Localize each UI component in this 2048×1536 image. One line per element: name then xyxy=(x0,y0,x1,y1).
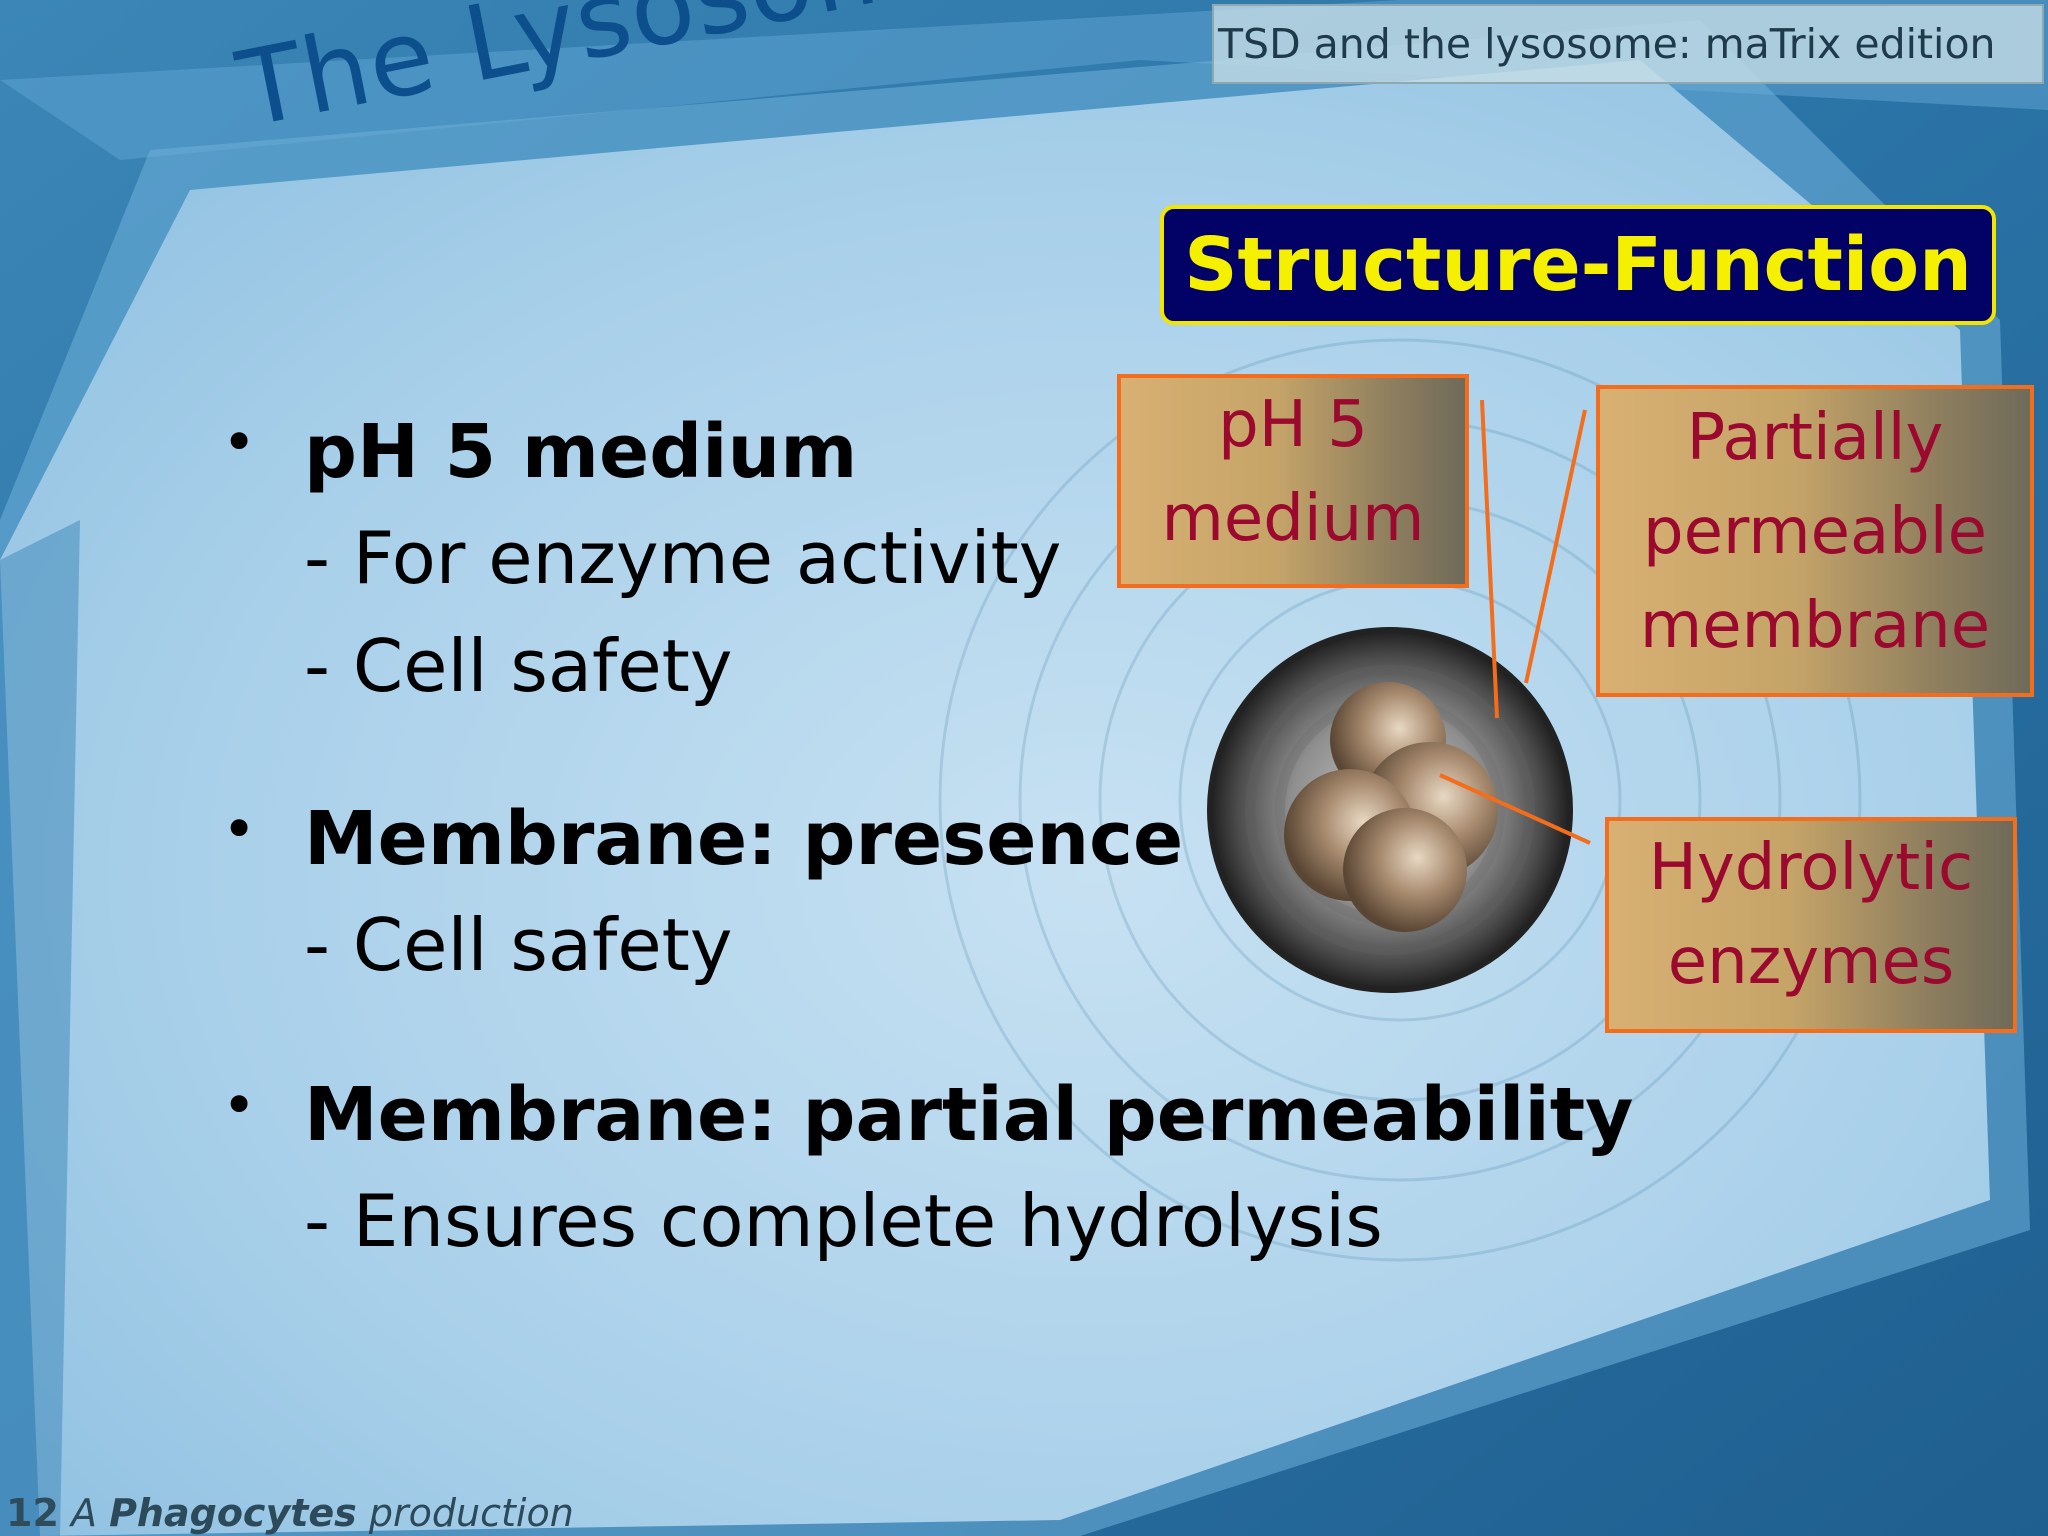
bullet-heading: Membrane: partial permeability xyxy=(222,1053,1633,1167)
label-line: Partially xyxy=(1686,401,1944,475)
label-line: pH 5 xyxy=(1218,388,1368,462)
label-line: medium xyxy=(1161,482,1425,556)
bullet-sub-item: - Cell safety xyxy=(304,624,733,708)
bullet-sub-item: - For enzyme activity xyxy=(304,516,1062,600)
label-ph-medium: pH 5 medium xyxy=(1117,374,1469,588)
footer-suffix: production xyxy=(368,1491,574,1535)
bullet-item: pH 5 medium - For enzyme activity - Cell… xyxy=(222,390,1062,720)
footer: 12 A Phagocytes production xyxy=(6,1490,574,1536)
label-partially-permeable-membrane: Partially permeable membrane xyxy=(1596,385,2034,697)
lysosome-image xyxy=(1207,627,1573,993)
bullet-sub-item: - Cell safety xyxy=(304,903,733,987)
bullet-heading: Membrane: presence xyxy=(222,777,1183,891)
bullet-item: Membrane: presence - Cell safety xyxy=(222,777,1183,999)
slide-number: 12 xyxy=(6,1491,59,1535)
header-tag: TSD and the lysosome: maTrix edition xyxy=(1212,4,2044,84)
structure-function-badge: Structure-Function xyxy=(1160,205,1996,325)
label-line: Hydrolytic xyxy=(1648,831,1974,905)
bullet-heading: pH 5 medium xyxy=(222,390,1061,504)
label-line: enzymes xyxy=(1667,925,1955,999)
footer-a: A xyxy=(70,1491,97,1535)
bullet-item: Membrane: partial permeability - Ensures… xyxy=(222,1053,1633,1275)
label-line: membrane xyxy=(1639,589,1991,663)
bullet-sub-item: - Ensures complete hydrolysis xyxy=(304,1179,1383,1263)
label-hydrolytic-enzymes: Hydrolytic enzymes xyxy=(1605,817,2017,1033)
footer-brand: Phagocytes xyxy=(109,1491,357,1535)
label-line: permeable xyxy=(1643,495,1987,569)
